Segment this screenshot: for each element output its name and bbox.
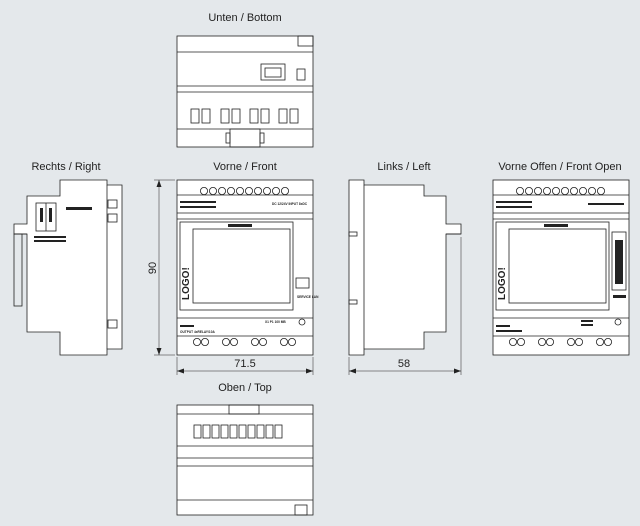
label-front-open-view: Vorne Offen / Front Open (498, 161, 621, 173)
label-front-view: Vorne / Front (213, 161, 277, 173)
right-view (13, 179, 123, 356)
open-logo: LOGO! (497, 267, 508, 300)
ethernet-port-icon (260, 63, 286, 81)
label-bottom-view: Unten / Bottom (208, 12, 281, 24)
depth-value: 58 (398, 358, 410, 370)
display-screen (192, 228, 291, 304)
logo: LOGO! (181, 267, 192, 300)
front-open-view: LOGO! (492, 179, 630, 356)
label-left-view: Links / Left (377, 161, 430, 173)
height-dimension: 90 (147, 179, 175, 356)
width-value: 71.5 (234, 358, 255, 370)
top-terminals (193, 424, 283, 439)
output-terminals (192, 337, 296, 346)
label-right-view: Rechts / Right (31, 161, 100, 173)
depth-dimension: 58 (348, 237, 462, 375)
output-label: OUTPUT 4xRELAY/10A (180, 330, 215, 334)
display-frame (179, 221, 294, 311)
open-input-terminals (516, 186, 606, 195)
top-view (176, 404, 314, 516)
memory-card-slot-icon (611, 231, 627, 291)
bottom-terminals (190, 108, 299, 124)
left-view: 58 (348, 179, 462, 375)
front-view: DC 12/24V INPUT 8xDC LOGO! SERVICE LAN O… (147, 179, 319, 375)
width-dimension: 71.5 (176, 357, 314, 375)
label-top-view: Oben / Top (218, 382, 272, 394)
bottom-view (176, 35, 314, 148)
input-label: DC 12/24V INPUT 8xDC (272, 202, 308, 206)
height-value: 90 (147, 262, 159, 274)
open-output-terminals (508, 337, 613, 346)
service-label: SERVICE LAN (297, 295, 319, 299)
ethernet-label: X1 P1 100 MB (265, 320, 286, 324)
input-terminals (199, 186, 289, 195)
